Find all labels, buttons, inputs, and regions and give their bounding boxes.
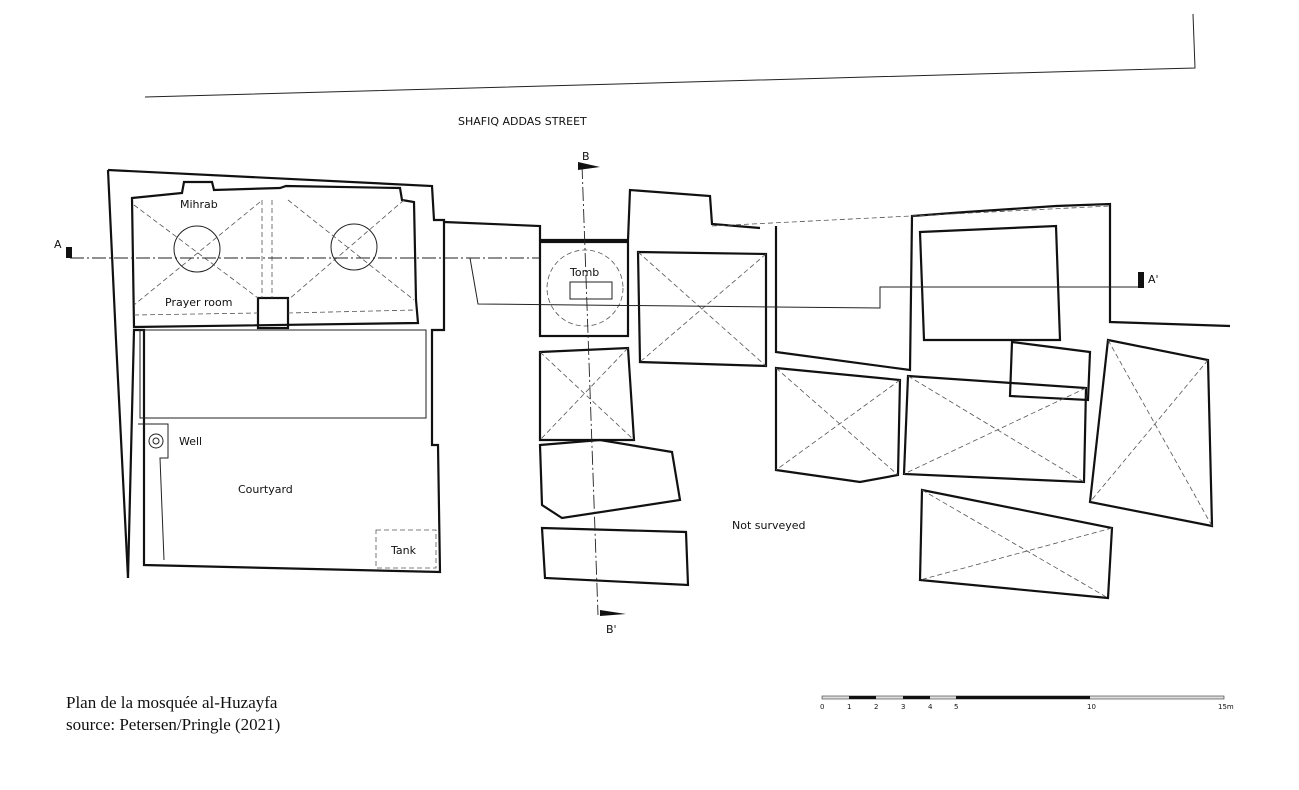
east-court [918, 224, 1062, 342]
section-line-b [581, 164, 599, 616]
dome-right [330, 223, 378, 271]
well-inner-ring [152, 437, 160, 445]
vault-lines-middle [539, 251, 767, 441]
figure-caption: Plan de la mosquée al-Huzayfa source: Pe… [66, 692, 280, 736]
room-south [540, 526, 690, 587]
section-a-prime-label: A' [1148, 273, 1159, 286]
east-outer-wall [774, 202, 1231, 372]
east-room-central [902, 374, 1088, 484]
scale-tick: 0 [820, 703, 824, 711]
mihrab-label: Mihrab [180, 198, 218, 211]
prayer-room-label: Prayer room [165, 296, 232, 309]
section-arrow-b-prime [600, 610, 626, 616]
scale-tick: 1 [847, 703, 851, 711]
prayer-room-walls [130, 180, 420, 329]
section-arrow-a-prime [1138, 272, 1144, 288]
scale-tick: 3 [901, 703, 905, 711]
tomb-label: Tomb [569, 266, 599, 279]
scale-tick: 5 [954, 703, 958, 711]
section-b-label: B [582, 150, 590, 163]
east-room-south [918, 488, 1114, 600]
room-southwest [538, 438, 682, 520]
scale-tick: 2 [874, 703, 878, 711]
section-a-label: A [54, 238, 62, 251]
east-room-west [774, 366, 902, 484]
section-arrow-a [66, 247, 72, 258]
east-room-east [1088, 338, 1214, 528]
cenotaph [569, 281, 613, 300]
caption-source: source: Petersen/Pringle (2021) [66, 715, 281, 734]
street-boundary-line [144, 13, 1196, 98]
scale-tick: 15m [1218, 703, 1234, 711]
room-south-of-tomb [538, 346, 636, 442]
tank-outline [375, 529, 437, 569]
mosque-west-wall [106, 169, 130, 579]
section-line-a-offset [469, 257, 1140, 309]
tomb-walls [538, 240, 630, 338]
scale-bar: 0 1 2 3 4 5 10 15m [820, 695, 1234, 711]
dome-left [173, 225, 221, 273]
portico [139, 329, 427, 419]
street-label: SHAFIQ ADDAS STREET [458, 115, 587, 128]
mosque-outer-wall [107, 168, 446, 579]
dome-ribs [133, 199, 417, 316]
well-label: Well [179, 435, 202, 448]
tomb-dome-outline [546, 249, 624, 327]
courtyard-label: Courtyard [238, 483, 293, 496]
section-b-prime-label: B' [606, 623, 617, 636]
caption-title: Plan de la mosquée al-Huzayfa [66, 693, 278, 712]
section-arrow-b [578, 162, 600, 170]
not-surveyed-label: Not surveyed [732, 519, 806, 532]
scale-tick: 10 [1087, 703, 1096, 711]
stair-room [1008, 340, 1092, 402]
scale-tick: 4 [928, 703, 933, 711]
north-wall-middle [443, 188, 761, 242]
central-pier [256, 296, 290, 330]
tank-label: Tank [390, 544, 417, 557]
well-room-wall [138, 423, 169, 561]
well-icon [148, 433, 164, 449]
vault-lines-east [711, 205, 1213, 599]
